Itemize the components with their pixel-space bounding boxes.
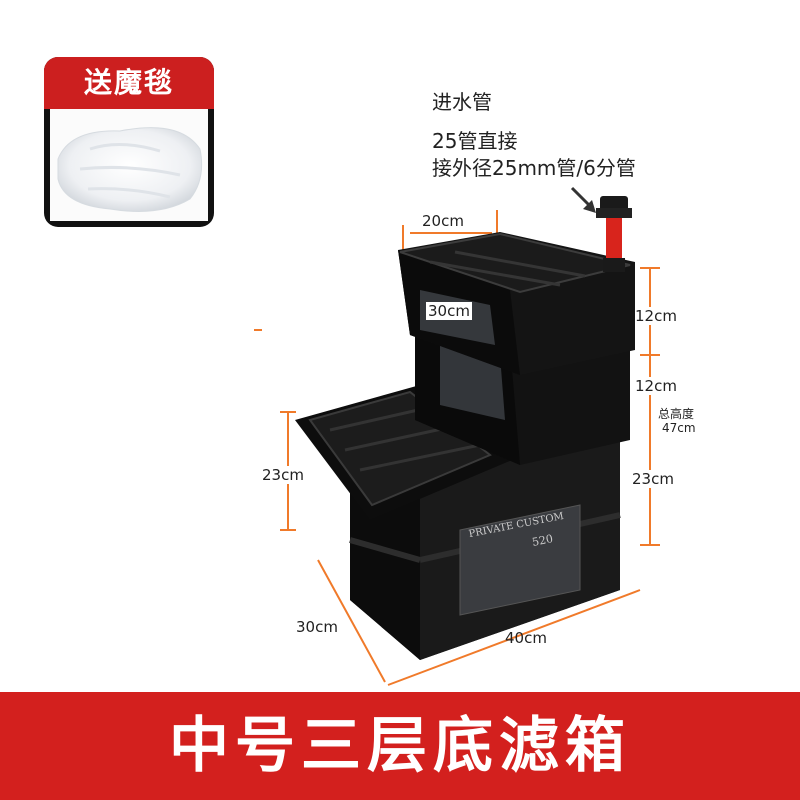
dim-total-value: 47cm	[662, 421, 696, 435]
inlet-pipe-icon	[596, 196, 632, 272]
inlet-line-1: 25管直接	[432, 129, 518, 153]
gift-badge: 送魔毯	[44, 57, 214, 227]
dim-top-width: 20cm	[422, 212, 464, 230]
title-banner: 中号三层底滤箱	[0, 692, 800, 800]
dim-bottom-left-height: 23cm	[262, 466, 304, 484]
filter-mat-roll-icon	[50, 109, 208, 221]
dim-top-height-2: 12cm	[635, 377, 677, 395]
filter-mat-image	[50, 109, 208, 221]
inlet-arrow-icon	[570, 186, 596, 213]
inlet-line-2: 接外径25mm管/6分管	[432, 156, 636, 180]
dim-bottom-right-height: 23cm	[632, 470, 674, 488]
gift-badge-label: 送魔毯	[44, 57, 214, 109]
product-title: 中号三层底滤箱	[169, 711, 631, 781]
dim-top-depth: 30cm	[426, 302, 472, 320]
dim-total-label: 总高度	[658, 405, 695, 422]
dim-bottom-depth: 30cm	[296, 618, 338, 636]
dim-top-height-1: 12cm	[635, 307, 677, 325]
inlet-title: 进水管	[432, 90, 492, 114]
dim-bottom-width: 40cm	[505, 629, 547, 647]
